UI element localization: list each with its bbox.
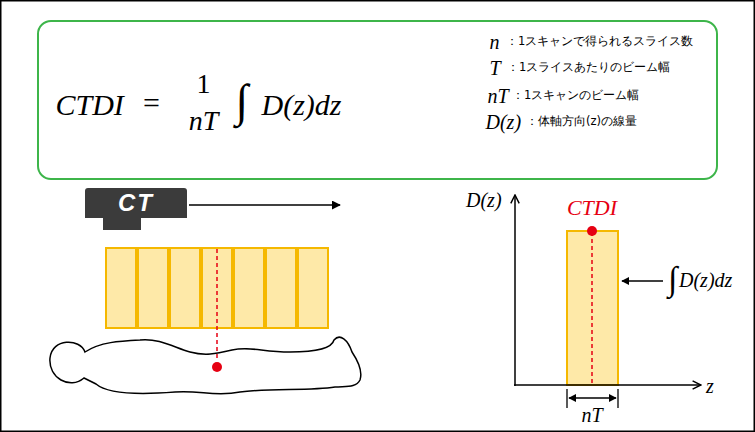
variable-symbol: D(z) <box>486 112 522 132</box>
dimension-label: nT <box>562 405 622 425</box>
beam-slice <box>266 248 296 328</box>
variable-definition: ：1スキャンで得られるスライス数 <box>506 36 693 48</box>
dose-profile-area <box>567 231 618 385</box>
beam-slice <box>170 248 200 328</box>
beam-slice <box>234 248 264 328</box>
y-axis <box>514 195 516 386</box>
ct-scanner: CT <box>85 188 187 218</box>
beam-slice <box>106 248 136 328</box>
definition-panel: CTDI=1nT∫D(z)dzn：1スキャンで得られるスライス数T：1スライスあ… <box>37 20 718 180</box>
axis-label: z <box>706 376 714 396</box>
ctdi-label: CTDI <box>552 197 632 219</box>
integral-sign: ∫ <box>236 78 249 124</box>
center-dashed-line <box>591 232 593 385</box>
integral-pointer <box>622 280 663 281</box>
x-axis <box>514 384 701 386</box>
dimension-tick <box>566 389 567 408</box>
patient-outline <box>50 337 361 394</box>
formula-operator: = <box>140 88 164 118</box>
formula-symbol: CTDI <box>56 90 124 120</box>
formula-integrand: D(z)dz <box>262 90 342 120</box>
variable-symbol: n <box>490 32 500 52</box>
integral-sign: ∫ <box>668 262 677 296</box>
variable-definition: ：1スキャンのビーム幅 <box>512 90 639 102</box>
variable-definition: ：1スライスあたりのビーム幅 <box>507 62 670 74</box>
scanner-label: CT <box>118 191 154 215</box>
scan-direction-arrow <box>189 204 340 206</box>
variable-definition: ：体軸方向(z)の線量 <box>526 116 637 128</box>
beam-slice <box>138 248 168 328</box>
formula-numerator: 1 <box>174 70 234 98</box>
variable-symbol: nT <box>488 86 509 106</box>
dimension-tick <box>617 389 618 408</box>
axis-label: D(z) <box>466 190 502 210</box>
dimension-arrow <box>569 397 616 398</box>
formula-denominator: nT <box>174 107 234 135</box>
integral-label: D(z)dz <box>679 270 732 290</box>
center-dashed-line <box>216 249 218 361</box>
beam-slice <box>298 248 328 328</box>
measurement-point <box>212 362 222 372</box>
variable-symbol: T <box>490 58 501 78</box>
ctdi-point <box>587 226 597 236</box>
ct-gantry-base <box>103 217 141 230</box>
